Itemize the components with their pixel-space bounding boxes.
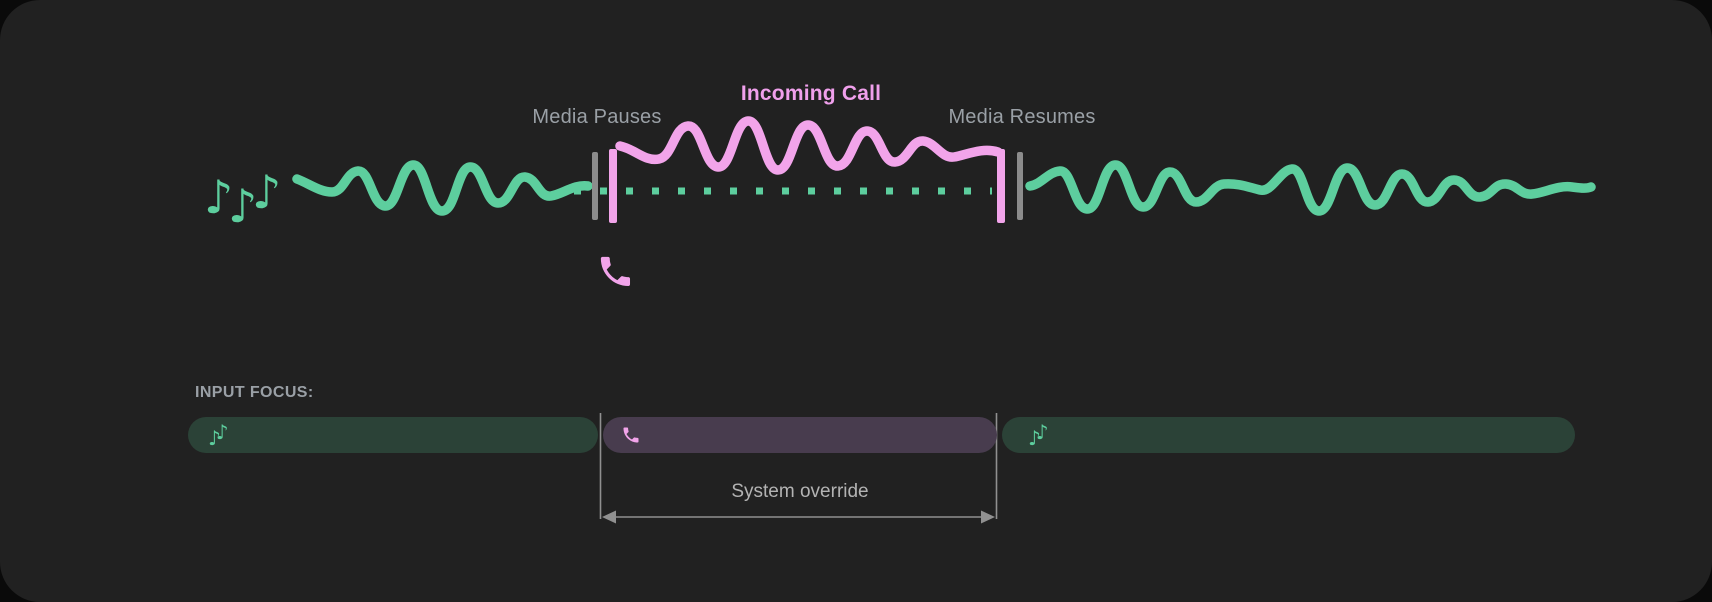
- media-wave-before: [292, 160, 593, 216]
- incoming-call-label: Incoming Call: [740, 82, 882, 105]
- phone-icon: [623, 427, 639, 443]
- music-note-glyph: ♪: [204, 170, 233, 224]
- music-note-glyph: ♪: [215, 420, 229, 444]
- phone-icon: [600, 256, 631, 287]
- music-notes-icon: ♪ ♪: [208, 420, 229, 450]
- media-wave-after: [1025, 160, 1596, 216]
- pause-marker-gray: [592, 152, 598, 220]
- resume-marker-gray: [1017, 152, 1023, 220]
- focus-segment-media-before: ♪ ♪: [188, 417, 598, 453]
- system-override-label: System override: [731, 481, 869, 502]
- music-note-glyph: ♪: [228, 179, 257, 233]
- music-note-glyph: ♪: [208, 426, 221, 450]
- music-note-glyph: ♪: [1035, 420, 1049, 444]
- call-wave: [615, 116, 1003, 175]
- media-resumes-label: Media Resumes: [948, 106, 1096, 128]
- music-note-glyph: ♪: [1028, 426, 1041, 450]
- phone-icon-glyph: [623, 427, 639, 443]
- focus-segment-media-after: ♪ ♪: [1002, 417, 1575, 453]
- focus-segment-call: [603, 417, 997, 453]
- arrow-head-right: [981, 510, 995, 524]
- music-notes-icon: ♪ ♪ ♪: [204, 165, 281, 233]
- music-notes-icon: ♪ ♪: [1028, 420, 1049, 450]
- resume-marker-pink: [997, 149, 1005, 223]
- input-focus-heading: INPUT FOCUS:: [195, 384, 314, 401]
- phone-icon-glyph: [600, 256, 631, 287]
- arrow-head-left: [602, 510, 616, 524]
- music-note-glyph: ♪: [252, 165, 281, 219]
- media-pauses-label: Media Pauses: [532, 106, 662, 128]
- pause-marker-pink: [609, 149, 617, 223]
